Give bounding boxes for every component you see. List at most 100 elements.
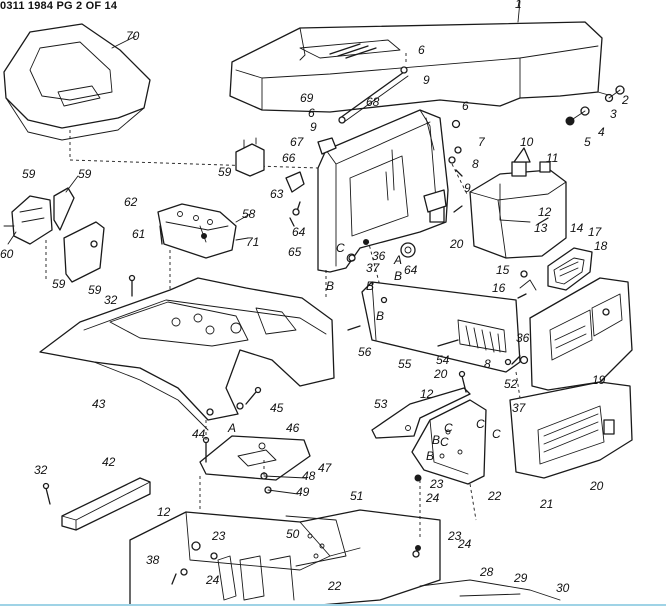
label-59a: 59 (22, 167, 36, 181)
label-23c: 23 (211, 529, 226, 543)
label-22b: 22 (327, 579, 342, 593)
label-48: 48 (302, 469, 316, 483)
label-59d: 59 (88, 283, 102, 297)
label-38: 38 (146, 553, 160, 567)
label-69: 69 (300, 91, 314, 105)
label-C5: C (444, 421, 453, 435)
step-bracket-part (61, 477, 151, 531)
label-68: 68 (366, 95, 380, 109)
label-B5: B (432, 433, 440, 447)
label-B2: B (394, 269, 402, 283)
label-24a: 24 (425, 491, 440, 505)
label-17: 17 (588, 225, 603, 239)
label-20b: 20 (433, 367, 448, 381)
fender-part (39, 277, 335, 431)
support-bracket-part (371, 387, 471, 439)
linkage-rod-part (338, 50, 409, 124)
label-70: 70 (126, 29, 140, 43)
label-29: 29 (513, 571, 528, 585)
label-23a: 23 (429, 477, 444, 491)
label-A2: A (393, 253, 402, 267)
label-53: 53 (374, 397, 388, 411)
label-28: 28 (479, 565, 494, 579)
mounting-bracket-part (411, 399, 487, 485)
label-71: 71 (246, 235, 259, 249)
label-64a: 64 (292, 225, 306, 239)
seat-bracket-part (157, 203, 237, 259)
label-C6: C (440, 435, 449, 449)
label-13: 13 (534, 221, 548, 235)
label-C3: C (476, 417, 485, 431)
front-grille-lower-part (509, 381, 633, 479)
label-49: 49 (296, 485, 310, 499)
label-19: 19 (592, 373, 606, 387)
label-23b: 23 (447, 529, 462, 543)
seat-part (3, 23, 381, 171)
label-61: 61 (132, 227, 145, 241)
lower-dash-panel-part (361, 281, 521, 373)
part-labels: 1 2 3 4 5 6 6 6 7 8 8 9 9 9 10 11 12 12 … (0, 0, 629, 595)
label-12c: 12 (157, 505, 171, 519)
leader-lines (7, 35, 521, 540)
label-21: 21 (539, 497, 553, 511)
label-10: 10 (520, 135, 534, 149)
label-3: 3 (610, 107, 617, 121)
label-58: 58 (242, 207, 256, 221)
label-6b: 6 (308, 106, 315, 120)
seat-switch-bracket-part (3, 187, 105, 283)
label-20c: 20 (589, 479, 604, 493)
label-14: 14 (570, 221, 584, 235)
pedal-plate-part (199, 435, 311, 481)
label-37a: 37 (366, 261, 381, 275)
label-55: 55 (398, 357, 412, 371)
label-47: 47 (318, 461, 333, 475)
label-8a: 8 (472, 157, 479, 171)
label-A1: A (227, 421, 236, 435)
headlight-part (547, 247, 593, 291)
label-59e: 59 (218, 165, 232, 179)
label-50: 50 (286, 527, 300, 541)
label-9b: 9 (310, 120, 317, 134)
label-1: 1 (515, 0, 522, 11)
label-C4: C (492, 427, 501, 441)
label-32b: 32 (34, 463, 48, 477)
label-51: 51 (350, 489, 363, 503)
label-11: 11 (546, 151, 558, 165)
diagram-header: 0311 1984 PG 2 OF 14 (0, 0, 118, 12)
label-2: 2 (621, 93, 629, 107)
label-24b: 24 (457, 537, 472, 551)
label-B6: B (426, 449, 434, 463)
label-20a: 20 (449, 237, 464, 251)
label-B3: B (366, 279, 374, 293)
label-18: 18 (594, 239, 608, 253)
label-7: 7 (478, 135, 486, 149)
label-60: 60 (0, 247, 14, 261)
label-12a: 12 (538, 205, 552, 219)
label-B1: B (326, 279, 334, 293)
label-54: 54 (436, 353, 450, 367)
label-6c: 6 (462, 99, 469, 113)
label-22a: 22 (487, 489, 502, 503)
label-C2: C (346, 251, 355, 265)
label-59b: 59 (78, 167, 92, 181)
label-16: 16 (492, 281, 506, 295)
label-52: 52 (504, 377, 518, 391)
label-56: 56 (358, 345, 372, 359)
label-44: 44 (192, 427, 206, 441)
label-6a: 6 (418, 43, 425, 57)
label-43: 43 (92, 397, 106, 411)
label-62: 62 (124, 195, 138, 209)
label-12b: 12 (420, 387, 434, 401)
hood-part (229, 0, 613, 113)
label-45: 45 (270, 401, 284, 415)
label-67: 67 (290, 135, 305, 149)
switches-part (235, 137, 447, 258)
label-36b: 36 (516, 331, 530, 345)
label-63: 63 (270, 187, 284, 201)
label-9c: 9 (464, 181, 471, 195)
frame-part (129, 509, 561, 606)
label-59c: 59 (52, 277, 66, 291)
label-9a: 9 (423, 73, 430, 87)
label-24c: 24 (205, 573, 220, 587)
